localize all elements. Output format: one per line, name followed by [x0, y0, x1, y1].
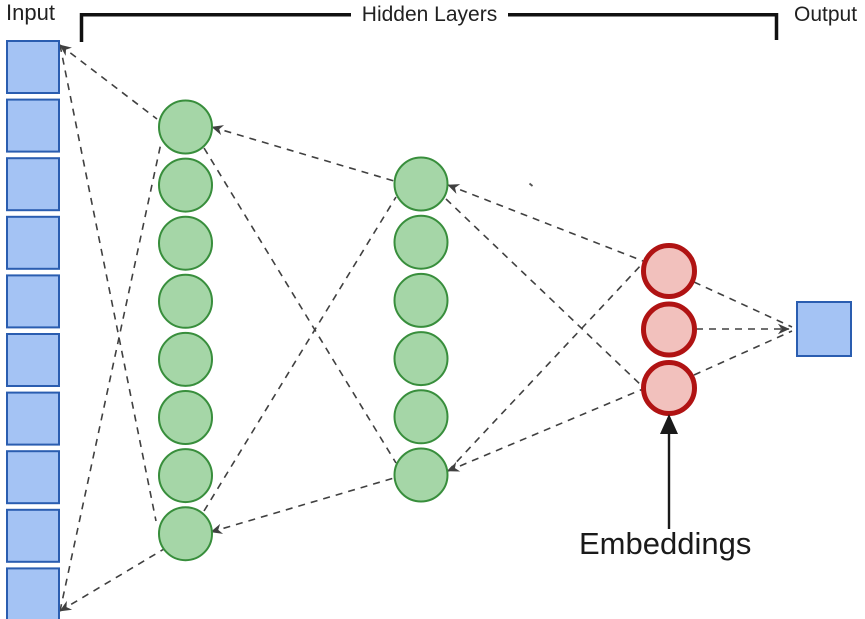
hidden-layers-label: Hidden Layers	[361, 3, 498, 26]
input-label: Input	[6, 0, 55, 25]
hidden-layers-bracket	[79, 13, 779, 42]
stray-mark	[528, 182, 534, 187]
embeddings-arrowhead-icon	[660, 414, 678, 434]
connection-line	[203, 147, 397, 464]
input-node	[6, 450, 60, 505]
hidden1-node	[158, 273, 213, 329]
input-node	[6, 567, 60, 619]
embedding-node	[641, 360, 697, 416]
hidden1-node	[158, 157, 213, 213]
embedding-node	[641, 243, 697, 299]
output-node	[796, 301, 852, 357]
connection-line	[445, 198, 644, 388]
connection-line	[210, 477, 395, 534]
input-node	[6, 157, 60, 212]
input-node	[6, 274, 60, 329]
connection-line	[59, 548, 165, 612]
hidden1-node	[158, 215, 213, 271]
connection-line	[59, 142, 162, 612]
connection-line	[59, 44, 157, 522]
input-node	[6, 391, 60, 446]
connection-line	[693, 281, 793, 328]
hidden1-node	[158, 331, 213, 387]
hidden2-node	[393, 447, 449, 503]
hidden2-node	[393, 272, 449, 328]
hidden2-node	[393, 331, 449, 387]
input-node	[6, 215, 60, 270]
input-node	[6, 508, 60, 563]
connection-line	[447, 388, 644, 472]
embeddings-label: Embeddings	[579, 526, 752, 561]
hidden2-node	[393, 389, 449, 445]
hidden1-node	[158, 390, 213, 445]
input-node	[6, 40, 60, 94]
embedding-node	[641, 301, 697, 358]
connection-line	[211, 125, 395, 182]
hidden1-node	[158, 99, 213, 155]
hidden2-node	[393, 156, 449, 212]
connection-line	[693, 330, 793, 376]
hidden1-node	[158, 506, 213, 562]
input-node	[6, 98, 60, 153]
output-label: Output	[794, 3, 858, 26]
connection-line	[447, 184, 644, 262]
hidden1-node	[158, 448, 213, 504]
connection-line	[203, 196, 397, 512]
input-node	[6, 333, 60, 387]
connection-line	[447, 262, 644, 472]
connection-line	[59, 44, 158, 120]
hidden2-node	[393, 214, 449, 270]
